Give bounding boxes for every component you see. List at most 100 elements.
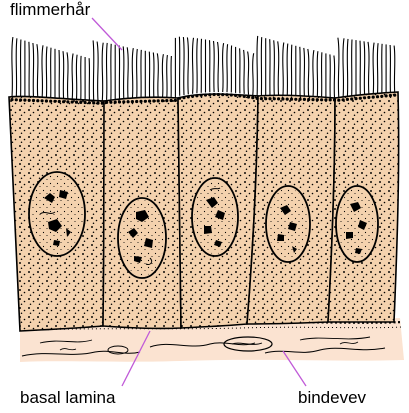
- nucleus-4: [265, 185, 311, 263]
- basal-body: [113, 100, 117, 104]
- nucleus-2: [117, 197, 167, 279]
- basal-body: [264, 97, 268, 101]
- cilium-strand: [286, 43, 289, 97]
- basal-body: [36, 99, 40, 103]
- label-basal-lamina: basal lamina: [20, 388, 116, 407]
- cilium-strand: [186, 37, 190, 95]
- basal-body: [229, 93, 233, 97]
- basal-body: [311, 98, 315, 102]
- basal-body: [251, 96, 255, 100]
- basal-body: [14, 98, 18, 102]
- cilium-strand: [156, 53, 159, 99]
- cilium-strand: [71, 53, 74, 100]
- cilium-strand: [316, 51, 319, 98]
- basal-body: [96, 101, 100, 105]
- basal-bodies: [10, 92, 397, 105]
- nuclei: [28, 171, 379, 279]
- cilium-strand: [243, 49, 245, 94]
- basal-body: [375, 95, 380, 99]
- basal-body: [105, 100, 109, 104]
- basal-body: [277, 97, 281, 101]
- basal-body: [160, 99, 165, 103]
- basal-body: [178, 96, 182, 100]
- cilium-strand: [277, 41, 280, 97]
- basal-body: [152, 99, 156, 103]
- basal-body: [100, 101, 104, 105]
- cilium-strand: [303, 47, 306, 97]
- basal-body: [285, 97, 289, 101]
- basal-body: [216, 92, 220, 97]
- cilium-strand: [252, 53, 255, 96]
- leader-line-cilia: [91, 17, 123, 51]
- cilium-strand: [363, 41, 366, 96]
- basal-body: [169, 98, 173, 103]
- cilium-strand: [367, 41, 370, 95]
- basal-body: [74, 100, 79, 104]
- basal-body: [388, 93, 392, 98]
- cilia: [11, 35, 396, 101]
- basal-body: [350, 97, 354, 101]
- basal-body: [324, 98, 328, 102]
- basal-body: [53, 99, 57, 103]
- basal-body: [156, 99, 160, 103]
- cilium-strand: [196, 38, 199, 94]
- basal-body: [70, 100, 74, 104]
- label-cilia: flimmerhår: [10, 0, 91, 19]
- cilium-strand: [126, 47, 129, 100]
- basal-body: [367, 95, 371, 99]
- basal-body: [195, 94, 199, 98]
- cilium-strand: [182, 37, 185, 96]
- basal-body: [182, 96, 186, 100]
- basal-body: [358, 96, 362, 100]
- basal-body: [191, 94, 195, 98]
- cilium-strand: [75, 54, 78, 100]
- basal-body: [27, 98, 31, 102]
- basal-body: [302, 97, 306, 101]
- cilium-strand: [166, 55, 168, 99]
- basal-body: [165, 99, 169, 103]
- basal-body: [393, 93, 397, 97]
- nucleus-1: [28, 171, 86, 257]
- cilium-strand: [346, 38, 349, 97]
- nucleus-3: [191, 177, 239, 257]
- cilium-strand: [136, 48, 138, 100]
- basal-body: [44, 99, 49, 103]
- cilium-strand: [256, 35, 259, 96]
- cilium-strand: [105, 42, 108, 100]
- cilium-strand: [337, 37, 340, 98]
- basal-body: [272, 97, 276, 101]
- basal-body: [354, 97, 358, 101]
- basal-body: [79, 100, 83, 104]
- basal-body: [199, 93, 203, 97]
- basal-body: [281, 97, 285, 101]
- cilium-strand: [122, 46, 125, 100]
- cilium-strand: [161, 54, 164, 99]
- basal-body: [380, 94, 384, 98]
- basal-body: [62, 100, 66, 104]
- basal-body: [268, 97, 272, 101]
- basal-body: [221, 93, 225, 97]
- basal-body: [259, 97, 263, 101]
- basal-lamina: [19, 320, 403, 332]
- basal-body: [57, 99, 61, 104]
- nucleus-5: [335, 185, 379, 263]
- basal-body: [139, 99, 143, 103]
- basal-body: [208, 93, 212, 97]
- cilium-strand: [131, 48, 134, 100]
- cilium-strand: [96, 41, 99, 101]
- basal-body: [242, 94, 246, 98]
- cilium-strand: [376, 43, 379, 95]
- basal-body: [186, 95, 190, 99]
- basal-body: [320, 98, 324, 102]
- basal-body: [294, 97, 298, 101]
- basal-body: [126, 100, 130, 104]
- cilium-strand: [247, 51, 250, 95]
- cilium-strand: [282, 42, 285, 97]
- basal-body: [49, 99, 53, 103]
- basal-body: [363, 96, 367, 100]
- cilium-strand: [41, 45, 44, 99]
- cilium-strand: [307, 48, 310, 98]
- basal-body: [66, 100, 70, 104]
- cilium-strand: [66, 52, 69, 100]
